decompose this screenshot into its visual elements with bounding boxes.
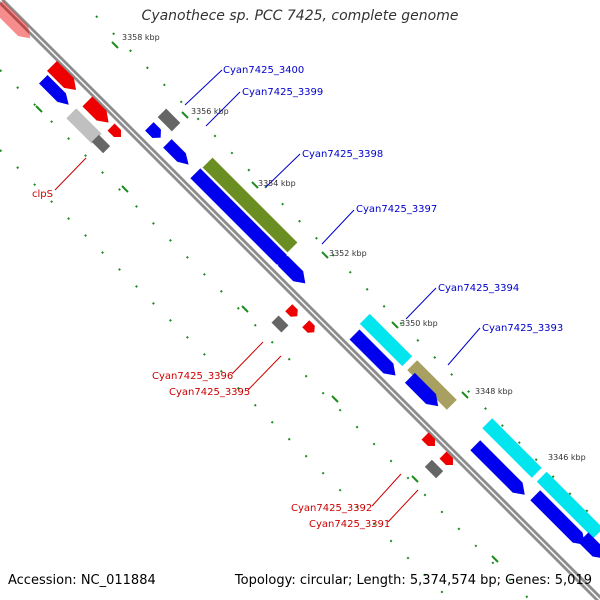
cds-arrow [107,123,122,138]
gene-label: Cyan7425_3391 [309,519,390,530]
cog-bar [202,157,298,253]
gene-labels: Cyan7425_3400 Cyan7425_3399 Cyan7425_339… [32,65,563,530]
gene-label: Cyan7425_3395 [169,387,250,398]
cds-arrow [578,532,600,559]
cds-arrow [470,440,525,495]
gene-label: Cyan7425_3396 [152,371,233,382]
accession-text: Accession: NC_011884 [8,573,156,588]
cds-arrow [145,122,161,138]
gene-label: clpS [32,189,53,200]
cog-bar [536,471,600,539]
cds-arrow [190,168,289,267]
cds-arrow [421,432,436,447]
cds-arrow [277,255,306,284]
cds-arrow [47,61,77,91]
tick-label: 3358 kbp [122,33,160,42]
tick-label: 3352 kbp [329,249,367,258]
gene-label: Cyan7425_3397 [356,204,437,215]
ruler-tick-marks [35,41,539,563]
gene-label: Cyan7425_3399 [242,87,323,98]
cds-arrow [163,139,189,165]
rna-box [424,459,444,479]
tick-label: 3356 kbp [191,107,229,116]
cds-arrow [302,320,315,333]
gene-label: Cyan7425_3393 [482,323,563,334]
tick-label: 3346 kbp [548,453,586,462]
cds-arrow [439,451,454,466]
ruler-dotted-lines [0,15,600,600]
topology-text: Topology: circular; Length: 5,374,574 bp… [234,573,592,588]
tick-labels: 3358 kbp 3356 kbp 3354 kbp 3352 kbp 3350… [122,33,586,462]
cds-arrow [349,329,396,376]
tick-label: 3348 kbp [475,387,513,396]
rna-box [157,108,181,132]
tick-label: 3350 kbp [400,319,438,328]
cog-bar [359,313,413,367]
cds-arrow [404,372,439,407]
gene-label: Cyan7425_3392 [291,503,372,514]
feature-tracks [0,0,600,559]
rna-box [91,134,111,154]
cds-arrow [39,75,69,105]
rna-box [271,315,289,333]
gene-label: Cyan7425_3394 [438,283,519,294]
label-connectors [54,69,481,523]
cds-arrow [82,96,109,123]
tick-label: 3354 kbp [258,179,296,188]
gene-label: Cyan7425_3398 [302,149,383,160]
cds-arrow [66,108,102,144]
gene-label: Cyan7425_3400 [223,65,304,76]
map-title: Cyanothece sp. PCC 7425, complete genome [141,8,459,24]
cds-arrow [0,0,31,39]
cog-bar [482,418,542,478]
cds-arrow [285,304,298,317]
cog-bar [407,360,457,410]
cds-arrow [530,490,585,545]
